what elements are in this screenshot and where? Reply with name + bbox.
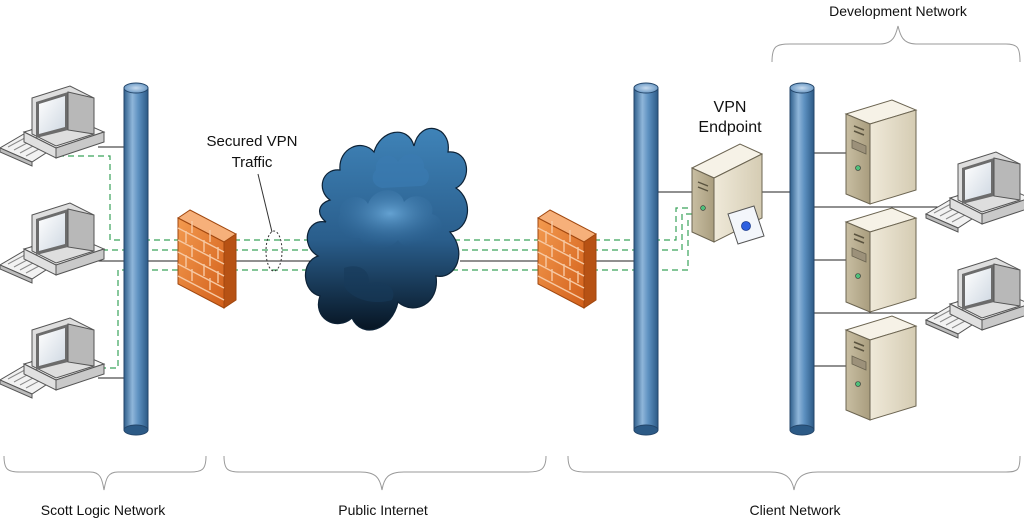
vpn-traffic-marker — [265, 230, 283, 272]
group-braces — [3, 25, 1021, 491]
client-network-label: Client Network — [749, 502, 841, 518]
workstation-icon — [0, 202, 105, 284]
brace-scott-logic-network — [3, 455, 207, 491]
vpn-endpoint-label-line2: Endpoint — [698, 119, 762, 136]
secured-vpn-label-line1: Secured VPN — [207, 133, 298, 150]
scott-logic-network-label: Scott Logic Network — [41, 502, 166, 518]
client-backbone-right — [789, 82, 815, 436]
workstation-icon — [0, 317, 105, 399]
workstation-icon — [925, 151, 1024, 233]
internet-cloud-icon — [304, 127, 469, 331]
scott-logic-backbone — [123, 82, 149, 436]
connection-lines — [98, 146, 960, 379]
vpn-label-leader — [257, 173, 273, 233]
brick-firewall-icon — [177, 209, 237, 309]
development-network-label: Development Network — [829, 3, 968, 19]
tower-server-icon — [845, 99, 917, 205]
public-internet-label: Public Internet — [338, 502, 428, 518]
tower-server-icon — [845, 207, 917, 313]
secured-vpn-label-line2: Traffic — [232, 154, 273, 171]
tower-server-icon — [845, 315, 917, 421]
vpn-endpoint-server-icon — [690, 143, 765, 245]
brace-public-internet — [223, 455, 547, 491]
brick-firewall-icon — [537, 209, 597, 309]
brace-client-network — [567, 455, 1021, 491]
workstation-icon — [0, 85, 105, 167]
client-backbone-left — [633, 82, 659, 436]
vpn-endpoint-label-line1: VPN — [714, 99, 747, 116]
brace-development-network — [771, 25, 1021, 63]
workstation-icon — [925, 257, 1024, 339]
